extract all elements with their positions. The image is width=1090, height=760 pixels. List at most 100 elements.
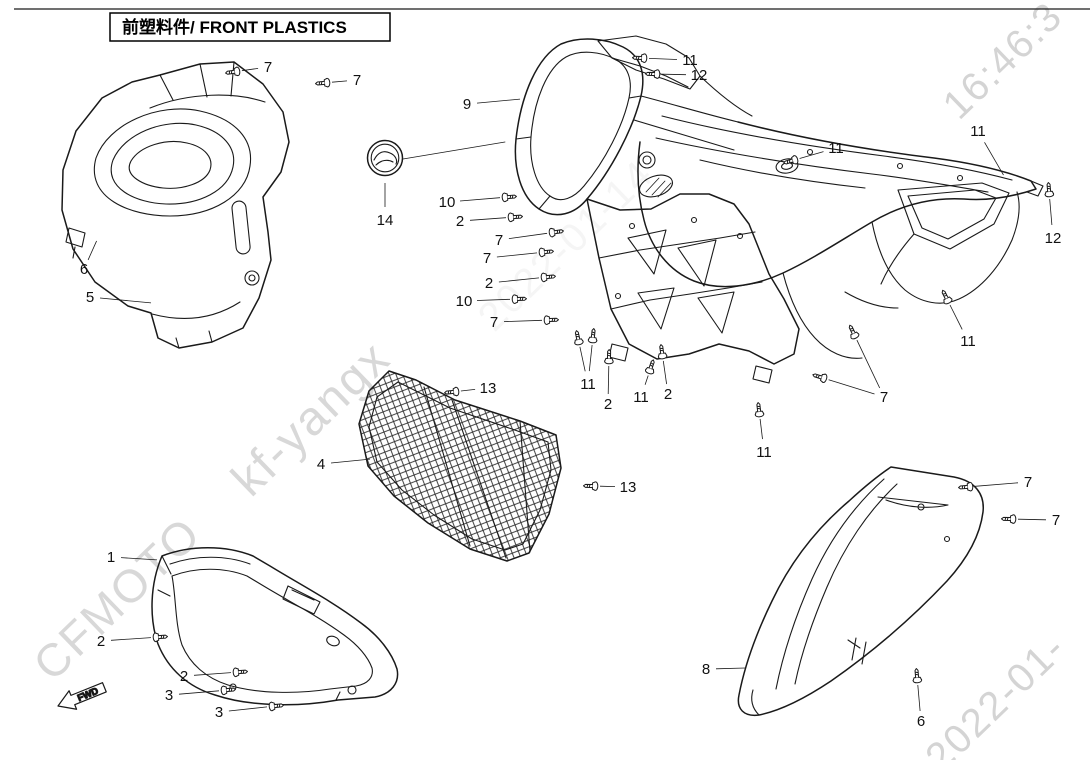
- screw-icon: [1043, 181, 1055, 198]
- leader-line: [331, 80, 348, 83]
- callout-label: 2: [485, 275, 493, 292]
- leader-line: [508, 232, 548, 239]
- part-1-belly-pan: [151, 547, 399, 706]
- part-14-emblem: [366, 139, 506, 177]
- screw-icon: [938, 287, 954, 306]
- screw-icon: [911, 667, 923, 684]
- screw-icon: [571, 329, 585, 347]
- screw-icon: [782, 154, 800, 168]
- leader-line: [828, 379, 875, 395]
- screw-icon: [587, 327, 599, 344]
- leader-line: [476, 298, 511, 301]
- screw-icon: [957, 481, 974, 493]
- leader-line: [715, 667, 746, 670]
- leader-line: [496, 252, 538, 258]
- callout-label: 7: [490, 314, 498, 331]
- title-box: 前塑料件/ FRONT PLASTICS: [109, 12, 391, 42]
- part-8-side-panel: [737, 466, 984, 717]
- callout-label: 2: [97, 633, 105, 650]
- leader-line: [917, 684, 921, 712]
- leader-line: [984, 142, 1004, 176]
- screw-icon: [845, 322, 861, 341]
- leader-line: [99, 297, 152, 304]
- screw-icon: [811, 370, 829, 384]
- leader-line: [503, 319, 543, 322]
- leader-line: [799, 151, 824, 159]
- callout-label: 13: [620, 479, 637, 496]
- screw-icon: [656, 343, 668, 360]
- leader-line: [120, 557, 158, 561]
- part-9-front-panel-assembly: [514, 35, 1044, 384]
- screw-icon: [507, 211, 524, 223]
- callout-label: 6: [917, 713, 925, 730]
- callout-label: 11: [960, 333, 976, 350]
- callout-label: 12: [691, 67, 708, 84]
- part-5-front-inner-cover: [61, 61, 290, 349]
- leader-line: [759, 418, 763, 440]
- leader-line: [110, 637, 152, 641]
- callout-label: 7: [1052, 512, 1060, 529]
- callout-label: 4: [317, 456, 325, 473]
- page-title: 前塑料件/ FRONT PLASTICS: [122, 17, 347, 37]
- watermark-text: 2022-01-: [917, 626, 1074, 760]
- leader-line: [949, 304, 963, 330]
- callout-label: 14: [377, 212, 394, 229]
- callout-label: 7: [495, 232, 503, 249]
- screw-icon: [644, 358, 658, 376]
- screw-icon: [314, 77, 331, 89]
- leader-line: [460, 389, 476, 392]
- watermark-text: 16:46:3: [935, 0, 1072, 128]
- part-4-grille-panel: [358, 370, 562, 562]
- fwd-arrow: FWD: [57, 682, 107, 710]
- leader-line: [579, 346, 586, 372]
- leader-line: [193, 672, 232, 676]
- screw-icon: [543, 314, 560, 326]
- watermark-text: CFMOTO: [23, 507, 211, 691]
- callout-label: 7: [264, 59, 272, 76]
- callout-label: 7: [353, 72, 361, 89]
- leader-line: [1049, 198, 1053, 226]
- leader-line: [330, 458, 371, 464]
- callout-label: 2: [456, 213, 464, 230]
- screw-icon: [501, 191, 518, 203]
- callout-label: 11: [682, 52, 698, 69]
- screw-icon: [582, 481, 599, 491]
- callout-label: 12: [1045, 230, 1062, 247]
- callout-label: 3: [215, 704, 223, 721]
- callout-label: 7: [1024, 474, 1032, 491]
- leader-line: [588, 344, 593, 372]
- leader-line: [469, 217, 507, 221]
- leader-line: [661, 73, 687, 76]
- leader-line: [241, 68, 259, 72]
- leader-line: [644, 375, 649, 385]
- callout-label: 6: [80, 261, 88, 278]
- leader-line: [648, 58, 678, 60]
- screw-icon: [268, 700, 285, 712]
- callout-label: 2: [604, 396, 612, 413]
- callout-label: 8: [702, 661, 710, 678]
- callout-label: 11: [970, 123, 986, 140]
- callout-label: 3: [165, 687, 173, 704]
- screw-icon: [604, 348, 614, 365]
- emblem-mount-line: [402, 141, 506, 160]
- callout-label: 10: [439, 194, 456, 211]
- leader-line: [498, 277, 540, 283]
- callout-label: 11: [828, 140, 844, 157]
- callout-label: 9: [463, 96, 471, 113]
- callout-label: 11: [756, 444, 772, 461]
- screw-icon: [753, 401, 765, 418]
- callout-label: 1: [107, 549, 115, 566]
- leader-line: [1017, 518, 1047, 521]
- callout-label: 11: [580, 376, 596, 393]
- callout-label: 13: [480, 380, 497, 397]
- callout-label: 10: [456, 293, 473, 310]
- leader-line: [459, 197, 501, 202]
- screw-icon: [1000, 514, 1017, 524]
- leader-line: [476, 98, 521, 104]
- leader-line: [856, 339, 881, 389]
- callout-label: 7: [483, 250, 491, 267]
- leader-line: [87, 240, 97, 261]
- leader-line: [228, 706, 268, 712]
